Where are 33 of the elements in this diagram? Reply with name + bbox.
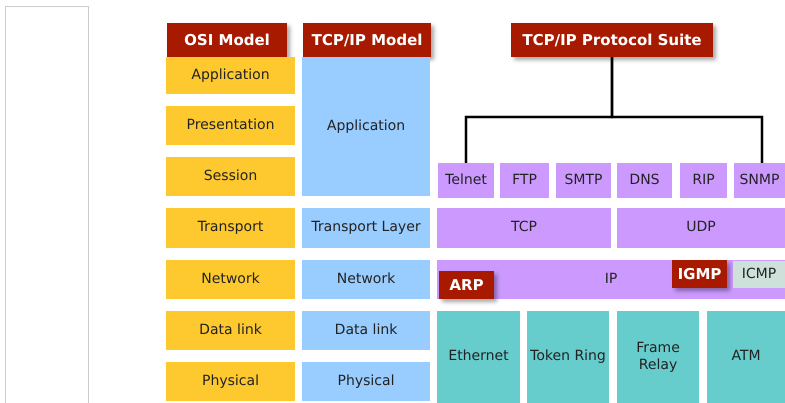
protocol-box: ARP <box>439 271 494 299</box>
protocol-box: TCP <box>437 208 611 248</box>
layer-box: Transport Layer <box>302 208 430 248</box>
layer-box: Presentation <box>166 106 295 145</box>
protocol-box: DNS <box>617 163 672 198</box>
protocol-box: Token Ring <box>527 311 609 403</box>
protocol-box: SMTP <box>556 163 611 198</box>
column-header: TCP/IP Protocol Suite <box>511 23 713 57</box>
connector-line <box>610 57 764 163</box>
column-header: TCP/IP Model <box>303 23 431 57</box>
layer-box: Data link <box>166 311 295 350</box>
protocol-box <box>437 260 785 299</box>
protocol-box: SNMP <box>734 163 785 198</box>
protocol-box: IGMP <box>672 260 727 288</box>
protocol-box: Telnet <box>438 163 494 198</box>
layer-box: Transport <box>166 208 295 248</box>
protocol-box: ICMP <box>733 261 785 288</box>
protocol-box: RIP <box>680 163 727 198</box>
layer-box: Session <box>166 157 295 196</box>
layer-box: Application <box>166 57 295 94</box>
layer-box: Physical <box>302 362 430 401</box>
protocol-box: UDP <box>617 208 785 248</box>
protocol-label: IP <box>604 270 618 288</box>
protocol-box: Frame Relay <box>617 311 699 403</box>
column-header: OSI Model <box>167 23 287 57</box>
layer-box: Data link <box>302 311 430 350</box>
protocol-box: Ethernet <box>437 311 520 403</box>
layer-box: Network <box>166 260 295 299</box>
protocol-box: FTP <box>500 163 549 198</box>
protocol-box: ATM <box>707 311 785 403</box>
layer-box: Network <box>302 260 430 299</box>
layer-box: Application <box>302 57 430 196</box>
layer-box: Physical <box>166 362 295 401</box>
